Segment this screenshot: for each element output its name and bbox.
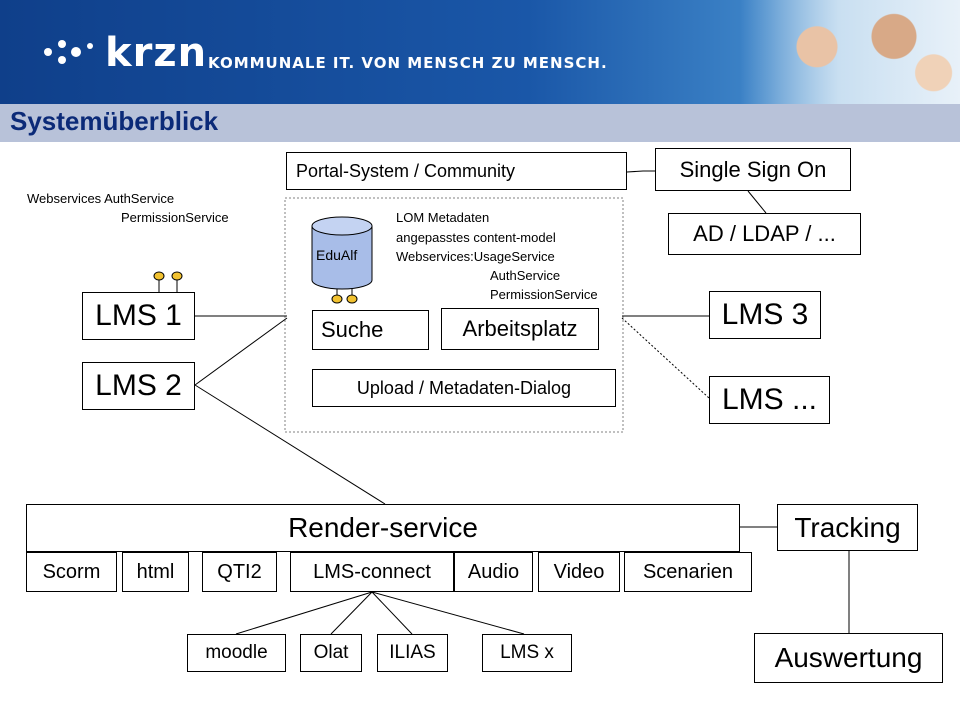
header-banner: krzn KOMMUNALE IT. VON MENSCH ZU MENSCH. xyxy=(0,0,960,104)
module-scenarien: Scenarien xyxy=(624,552,752,592)
module-audio: Audio xyxy=(454,552,533,592)
webservices-note-permission: PermissionService xyxy=(121,210,229,225)
line-lms2-render xyxy=(194,384,386,505)
line-connect-olat xyxy=(330,591,373,635)
line-connect-ilias xyxy=(371,591,413,635)
logo-text: krzn xyxy=(105,30,208,76)
line-portal-sso xyxy=(626,170,655,173)
lms-2-box: LMS 2 xyxy=(82,362,195,410)
module-lms-connect: LMS-connect xyxy=(290,552,454,592)
page-title: Systemüberblick xyxy=(10,106,219,136)
ad-ldap-box: AD / LDAP / ... xyxy=(668,213,861,255)
line-lmsmore-portal xyxy=(621,317,710,399)
connector-ilias: ILIAS xyxy=(377,634,448,672)
portal-container xyxy=(284,197,624,433)
meta-note-usage-service: Webservices:UsageService xyxy=(396,249,555,264)
connector-olat: Olat xyxy=(300,634,362,672)
lms-1-box: LMS 1 xyxy=(82,292,195,340)
single-sign-on-box: Single Sign On xyxy=(655,148,851,191)
meta-note-content-model: angepasstes content-model xyxy=(396,230,556,245)
upload-dialog-box: Upload / Metadaten-Dialog xyxy=(312,369,616,407)
connector-lms-x: LMS x xyxy=(482,634,572,672)
workspace-box: Arbeitsplatz xyxy=(441,308,599,350)
meta-note-permission-service: PermissionService xyxy=(490,287,598,302)
krzn-logo-dots-icon xyxy=(44,40,93,64)
line-connect-lmsx xyxy=(371,591,525,635)
lms1-plug-icon xyxy=(153,271,183,292)
webservices-note-auth: Webservices AuthService xyxy=(27,191,175,206)
module-video: Video xyxy=(538,552,620,592)
connector-moodle: moodle xyxy=(187,634,286,672)
database-label: EduAlf xyxy=(316,247,358,263)
lms-more-box: LMS ... xyxy=(709,376,830,424)
module-scorm: Scorm xyxy=(26,552,117,592)
module-html: html xyxy=(122,552,189,592)
database-icon xyxy=(311,216,373,304)
lms-3-box: LMS 3 xyxy=(709,291,821,339)
line-connect-moodle xyxy=(235,591,373,635)
search-box: Suche xyxy=(312,310,429,350)
meta-note-auth-service: AuthService xyxy=(490,268,561,283)
render-service-box: Render-service xyxy=(26,504,740,552)
portal-system-box: Portal-System / Community xyxy=(286,152,627,190)
title-bar xyxy=(0,104,960,142)
slogan: KOMMUNALE IT. VON MENSCH ZU MENSCH. xyxy=(208,54,608,72)
tracking-box: Tracking xyxy=(777,504,918,551)
evaluation-box: Auswertung xyxy=(754,633,943,683)
module-qti2: QTI2 xyxy=(202,552,277,592)
header-photo xyxy=(740,0,960,104)
line-sso-ad xyxy=(747,190,767,214)
line-lms2-portal xyxy=(194,317,288,386)
meta-note-lom: LOM Metadaten xyxy=(396,210,490,225)
